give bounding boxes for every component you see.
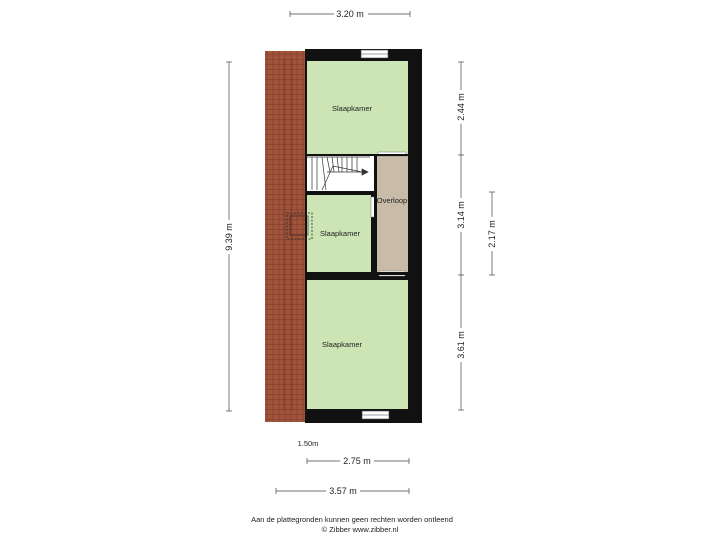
- roof-tiles: [265, 51, 307, 422]
- stairs: [307, 156, 370, 191]
- dim-roof-width: 1.50m: [298, 439, 319, 448]
- room-slaapkamer-bottom: [307, 280, 408, 409]
- dim-far-right: 2.17 m: [487, 220, 497, 248]
- footer-copyright: © Zibber www.zibber.nl: [322, 525, 399, 534]
- dim-right-mid: 3.14 m: [456, 201, 466, 229]
- dim-right-top: 2.44 m: [456, 93, 466, 121]
- footer-disclaimer: Aan de plattegronden kunnen geen rechten…: [251, 515, 453, 524]
- roof-hatch: [286, 212, 313, 240]
- dim-right-bottom: 3.61 m: [456, 331, 466, 359]
- label-slaapkamer-mid: Slaapkamer: [320, 229, 361, 238]
- room-slaapkamer-mid: [307, 195, 371, 272]
- label-slaapkamer-top: Slaapkamer: [332, 104, 373, 113]
- label-overloop: Overloop: [377, 196, 407, 205]
- room-overloop: [377, 155, 408, 272]
- dim-left-height: 9.39 m: [224, 223, 234, 251]
- room-slaapkamer-top: [307, 61, 408, 154]
- dim-bottom-inner: 2.75 m: [343, 456, 371, 466]
- dim-bottom-outer: 3.57 m: [329, 486, 357, 496]
- label-slaapkamer-bottom: Slaapkamer: [322, 340, 363, 349]
- dim-top-width: 3.20 m: [336, 9, 364, 19]
